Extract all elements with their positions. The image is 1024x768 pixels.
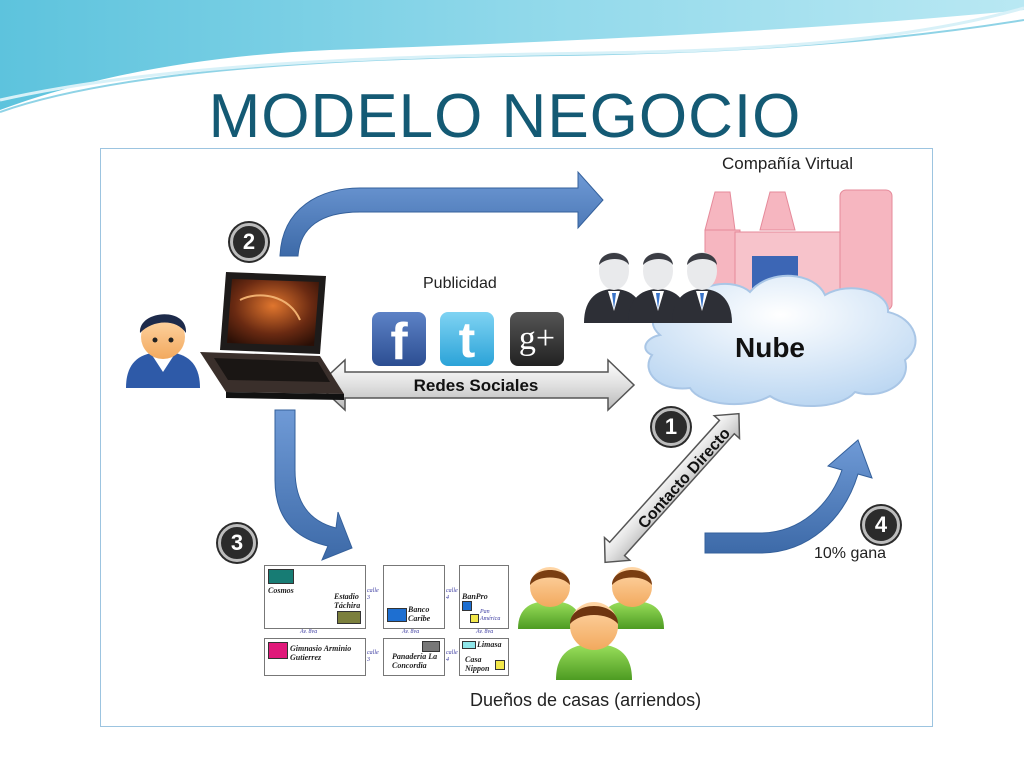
arrow-to-map [274,409,353,561]
owners-group-icon [518,567,664,680]
map-place: Panadería La Concordia [392,652,438,670]
direct-contact-arrow [603,412,741,564]
map-swatch [422,641,440,652]
company-label: Compañía Virtual [722,154,854,173]
header-wave-banner [0,0,1024,113]
map-swatch [462,601,472,611]
map-block [383,565,445,629]
arrow-to-company [279,170,604,257]
map-place: Gimnasio Arminio Gutierrez [290,644,352,662]
page-title: MODELO NEGOCIO [208,82,802,151]
map-street: calle 4 [446,650,458,663]
ads-label: Publicidad [423,275,497,292]
map-swatch [387,608,407,622]
twitter-icon: t [440,312,494,368]
map-swatch [470,614,479,623]
laptop-icon [200,272,344,400]
user-avatar-icon [126,314,200,388]
map-place: Cosmos [268,586,294,595]
map-place: Banco Caribe [408,605,431,623]
map-swatch [495,660,505,670]
map-block [459,565,509,629]
step-2-badge: 2 [230,223,268,261]
map-place: Limasa [477,640,502,649]
social-networks-arrow [316,358,636,412]
map-swatch [268,569,294,584]
map-swatch [268,642,288,659]
map-street: calle 3 [367,588,379,601]
commission-label: 10% gana [814,545,887,562]
map-street: calle 3 [367,650,379,663]
facebook-icon: f [372,312,426,371]
map-place: BanPro [462,592,488,601]
map-place: Pan América [480,609,501,622]
step-3-badge: 3 [218,524,256,562]
map-street: Av. 8va [402,629,420,635]
businessmen-icon [584,252,732,323]
step-1-badge: 1 [652,408,690,446]
cloud-label: Nube [735,332,805,363]
map-swatch [462,641,476,649]
arrow-to-cloud [704,439,873,554]
map-street: Av. 8va [300,629,318,635]
google-plus-icon: g+ [510,312,564,366]
map-swatch [337,611,361,624]
map-place: Estadio Táchira [334,592,361,610]
map-street: calle 4 [446,588,458,601]
social-networks-label: Redes Sociales [413,376,539,395]
map-street: Av. 8va [476,629,494,635]
owners-label: Dueños de casas (arriendos) [470,690,702,710]
map-place: Casa Nippon [465,655,490,673]
step-4-badge: 4 [862,506,900,544]
